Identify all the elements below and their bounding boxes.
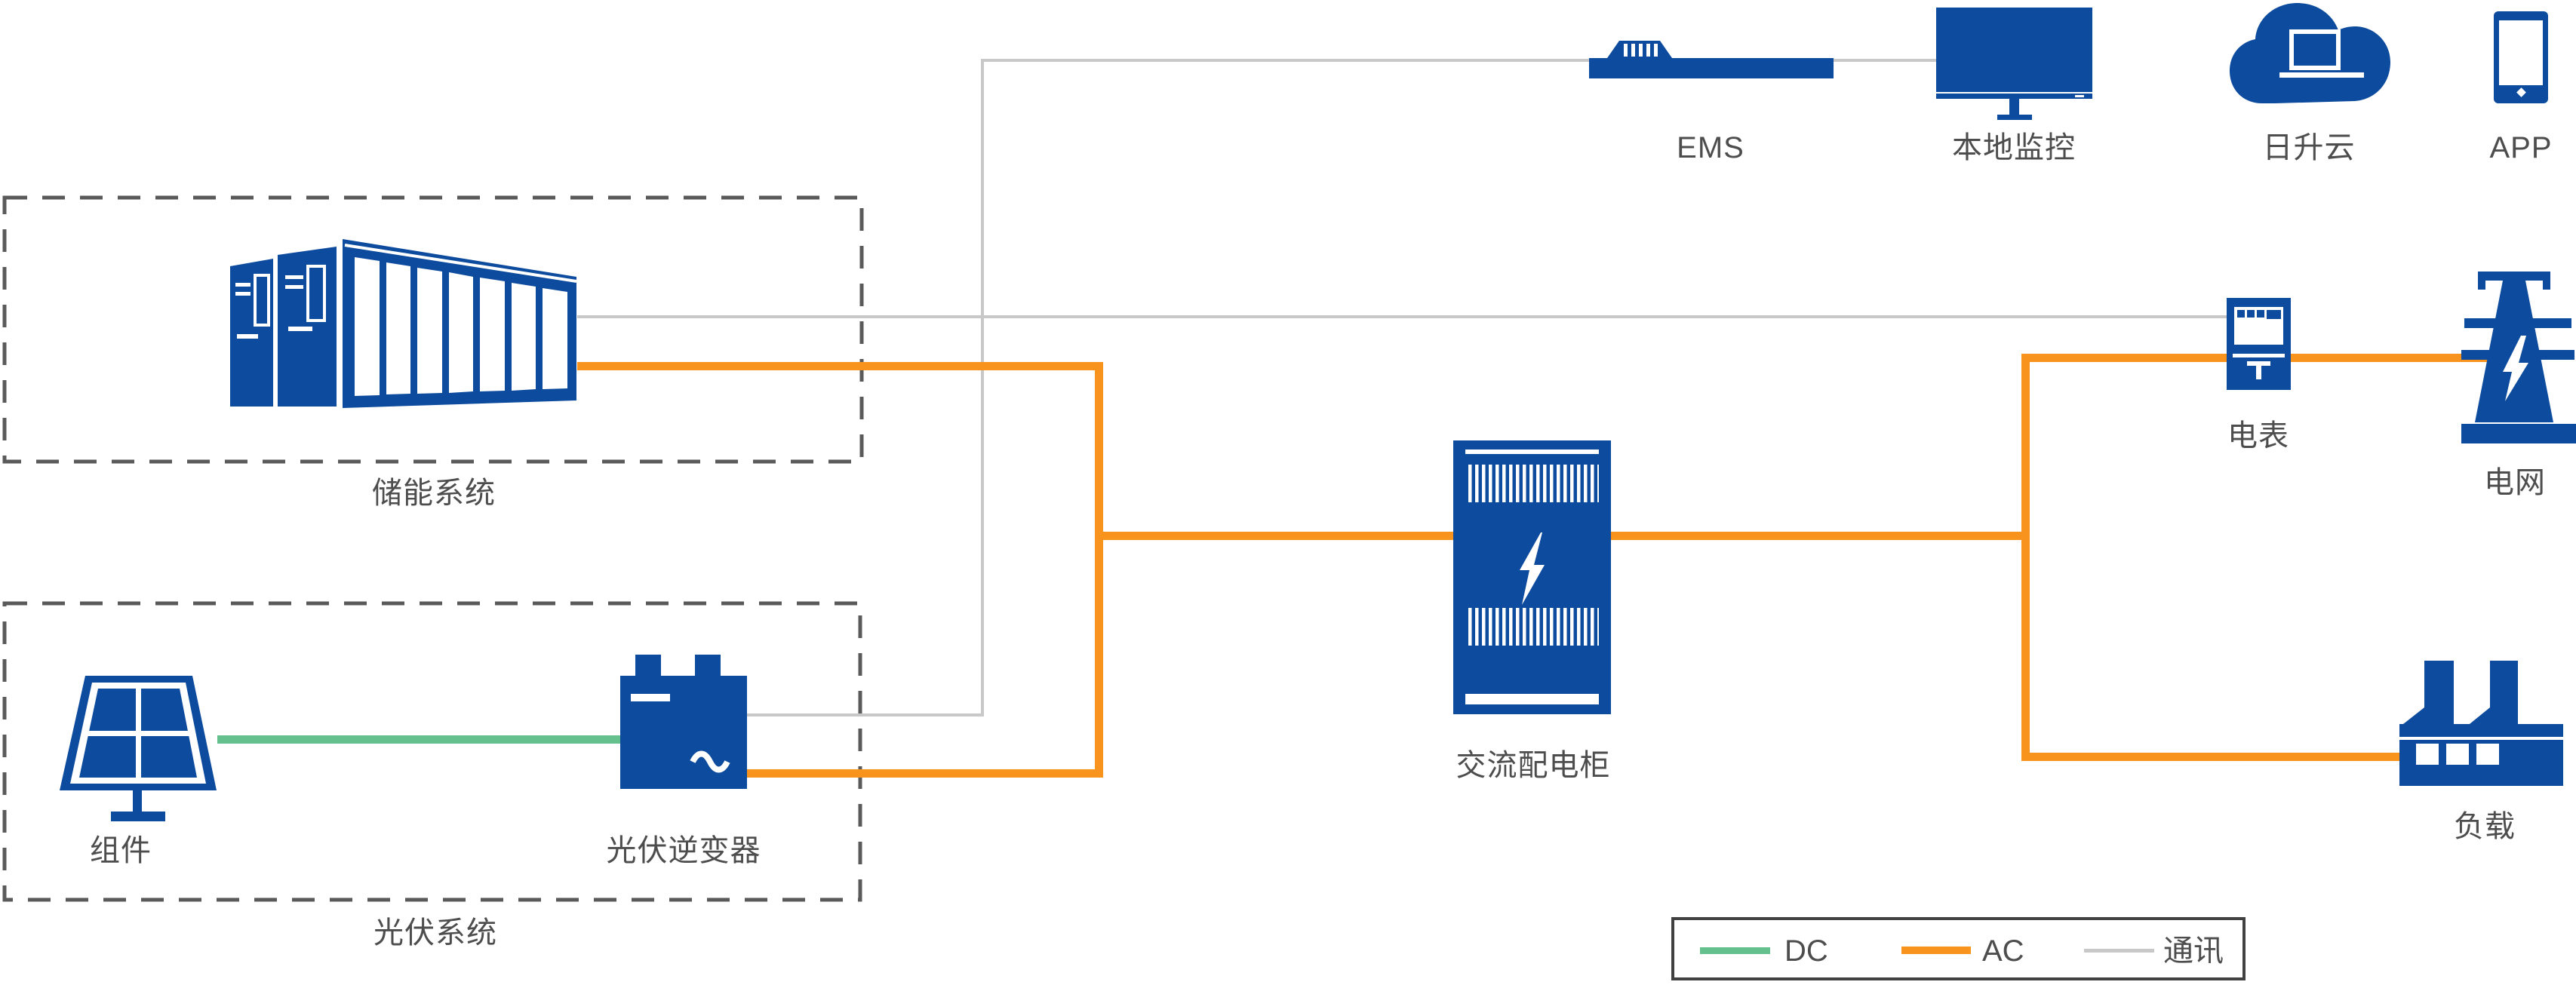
laptop-screen [2289,29,2341,70]
ac-wave-glyph [690,750,730,773]
monitor-icon [1936,8,2092,120]
load-label: 负载 [2454,810,2516,843]
dc-line-module-to-inverter [217,735,626,744]
comm-line-trunk-vertical [981,59,984,716]
storage-system-label: 储能系统 [372,477,496,510]
pv-module-label: 组件 [90,834,152,867]
local-monitor-label: 本地监控 [1952,131,2076,164]
cloud-label: 日升云 [2262,131,2356,164]
distribution-cabinet-icon [1453,440,1611,714]
legend-comm-swatch [2084,949,2154,953]
smartphone-icon [2494,11,2548,103]
ac-line-to-load [2021,753,2403,761]
ac-bus-left-vertical [1095,362,1103,778]
legend-ac-label: AC [1982,934,2024,968]
pv-system-label: 光伏系统 [373,916,497,950]
legend-dc-swatch [1700,947,1770,954]
factory-icon [2399,661,2563,786]
legend-dc-label: DC [1784,934,1828,968]
ems-label: EMS [1677,131,1744,164]
legend-comm-label: 通讯 [2163,934,2224,968]
ac-line-inverter [747,769,1103,778]
pv-system-box [2,601,862,902]
battery-container-icon [230,239,577,408]
comm-line-inverter [747,713,984,716]
ac-bus-right-vertical [2021,354,2030,761]
grid-label: 电网 [2484,466,2546,499]
transmission-tower-icon [2461,272,2576,443]
power-meter-icon [2227,298,2291,390]
comm-line-to-ems-and-monitor [981,59,1936,62]
solar-panel-icon [60,676,217,821]
legend: DC AC 通讯 [1671,917,2246,980]
app-label: APP [2489,131,2553,164]
ac-line-storage [577,362,1103,370]
ac-line-cabinet-to-junction [1611,532,2030,540]
ac-cabinet-label: 交流配电柜 [1456,749,1611,782]
storage-system-box [2,195,864,464]
comm-line-storage-to-meter [577,315,2227,318]
meter-label: 电表 [2227,419,2289,453]
lightning-bolt-icon [2503,336,2528,401]
lightning-bolt-icon [1520,532,1545,605]
ac-line-bus-to-cabinet [1095,532,1453,540]
cloud-laptop-icon [2230,3,2390,103]
inverter-icon [620,655,747,789]
legend-ac-swatch [1901,947,1971,954]
pv-inverter-label: 光伏逆变器 [606,834,761,867]
ems-server-icon [1589,41,1834,78]
